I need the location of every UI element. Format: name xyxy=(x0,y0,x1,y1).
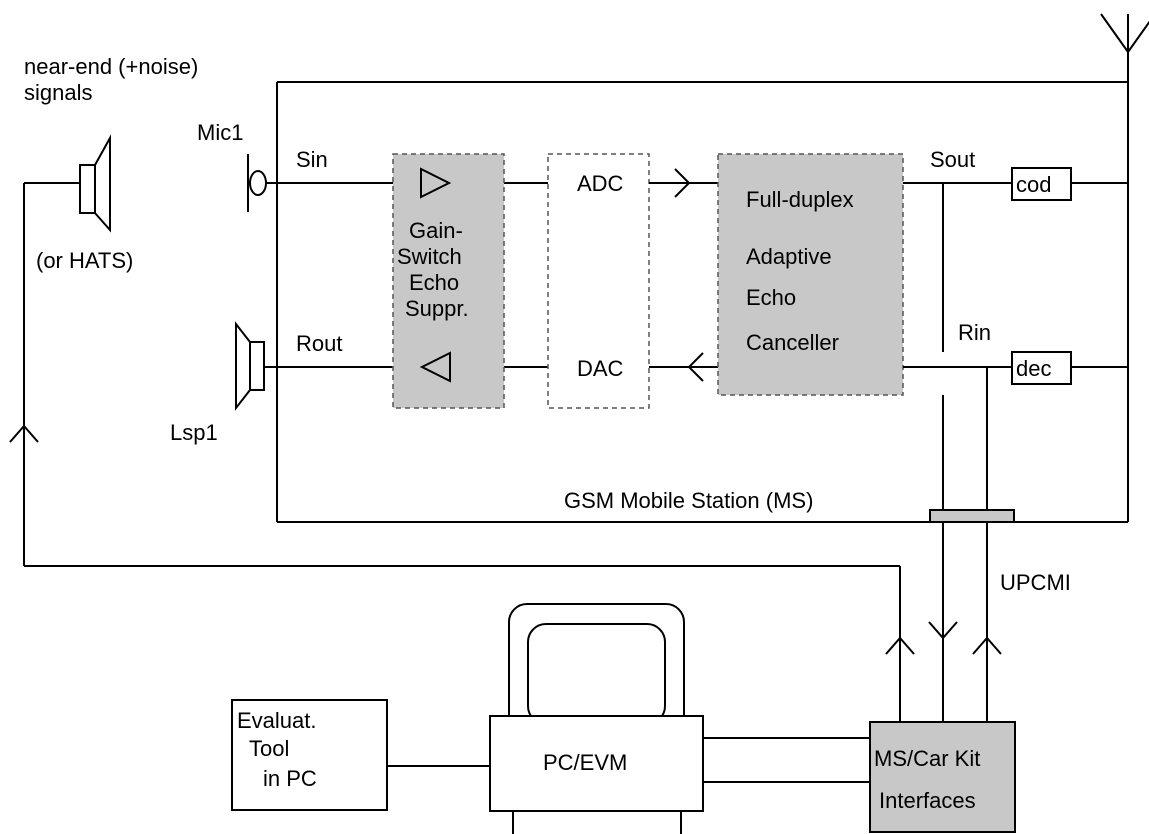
pc-base xyxy=(512,811,682,834)
decoder-box xyxy=(1011,351,1072,385)
dac-label: DAC xyxy=(577,356,624,381)
loudspeaker-icon xyxy=(235,321,265,411)
eval-tool-line-2: Tool xyxy=(249,736,289,761)
suppressor-line-1: Gain- xyxy=(409,218,463,243)
echo-canceller-block xyxy=(717,153,904,396)
rin-label: Rin xyxy=(958,320,991,345)
amplifier-triangle-icon xyxy=(420,167,452,199)
suppressor-line-3: Echo xyxy=(409,270,459,295)
rout-label: Rout xyxy=(296,331,342,356)
amplifier-triangle-icon xyxy=(419,351,451,383)
upcmi-tap-lines xyxy=(928,183,1002,722)
canceller-line-2: Adaptive xyxy=(746,244,832,269)
eval-tool-line-3: in PC xyxy=(263,766,317,791)
sin-label: Sin xyxy=(296,147,328,172)
decoder-label: dec xyxy=(1016,356,1051,381)
canceller-line-4: Canceller xyxy=(746,330,839,355)
eval-tool-line-1: Evaluat. xyxy=(237,708,317,733)
acoustic-return-path xyxy=(9,182,915,722)
mic-label: Mic1 xyxy=(197,120,243,145)
adc-label: ADC xyxy=(577,171,624,196)
interfaces-line-1: MS/Car Kit xyxy=(874,746,980,771)
near-end-speaker-icon xyxy=(79,134,111,233)
microphone-icon xyxy=(247,154,267,212)
monitor-icon xyxy=(508,603,685,747)
upcmi-connector xyxy=(929,509,1015,523)
suppressor-line-4: Suppr. xyxy=(405,296,469,321)
canceller-line-3: Echo xyxy=(746,285,796,310)
upcmi-label: UPCMI xyxy=(1000,570,1071,595)
evaluation-tool-box xyxy=(231,699,388,811)
codec-path-lines xyxy=(903,182,1128,368)
interfaces-line-2: Interfaces xyxy=(879,788,976,813)
near-end-label-line2: signals xyxy=(24,80,92,105)
loudspeaker-label: Lsp1 xyxy=(170,420,218,445)
pc-to-interfaces-links xyxy=(703,737,870,783)
pc-evm-label: PC/EVM xyxy=(543,750,627,775)
canceller-line-1: Full-duplex xyxy=(746,187,854,212)
mobile-station-label: GSM Mobile Station (MS) xyxy=(564,488,813,513)
pc-evm-box xyxy=(489,715,704,812)
near-end-label-line1: near-end (+noise) xyxy=(24,54,198,79)
converter-to-canceller-lines xyxy=(649,168,718,382)
or-hats-label: (or HATS) xyxy=(36,248,133,273)
sout-label: Sout xyxy=(930,147,975,172)
antenna-icon xyxy=(1100,13,1149,82)
coder-box xyxy=(1011,167,1072,201)
car-kit-interfaces-box xyxy=(869,721,1016,833)
adc-dac-block xyxy=(547,153,650,409)
coder-label: cod xyxy=(1016,172,1051,197)
mobile-station-frame xyxy=(276,81,1129,523)
suppressor-line-2: Switch xyxy=(397,244,462,269)
